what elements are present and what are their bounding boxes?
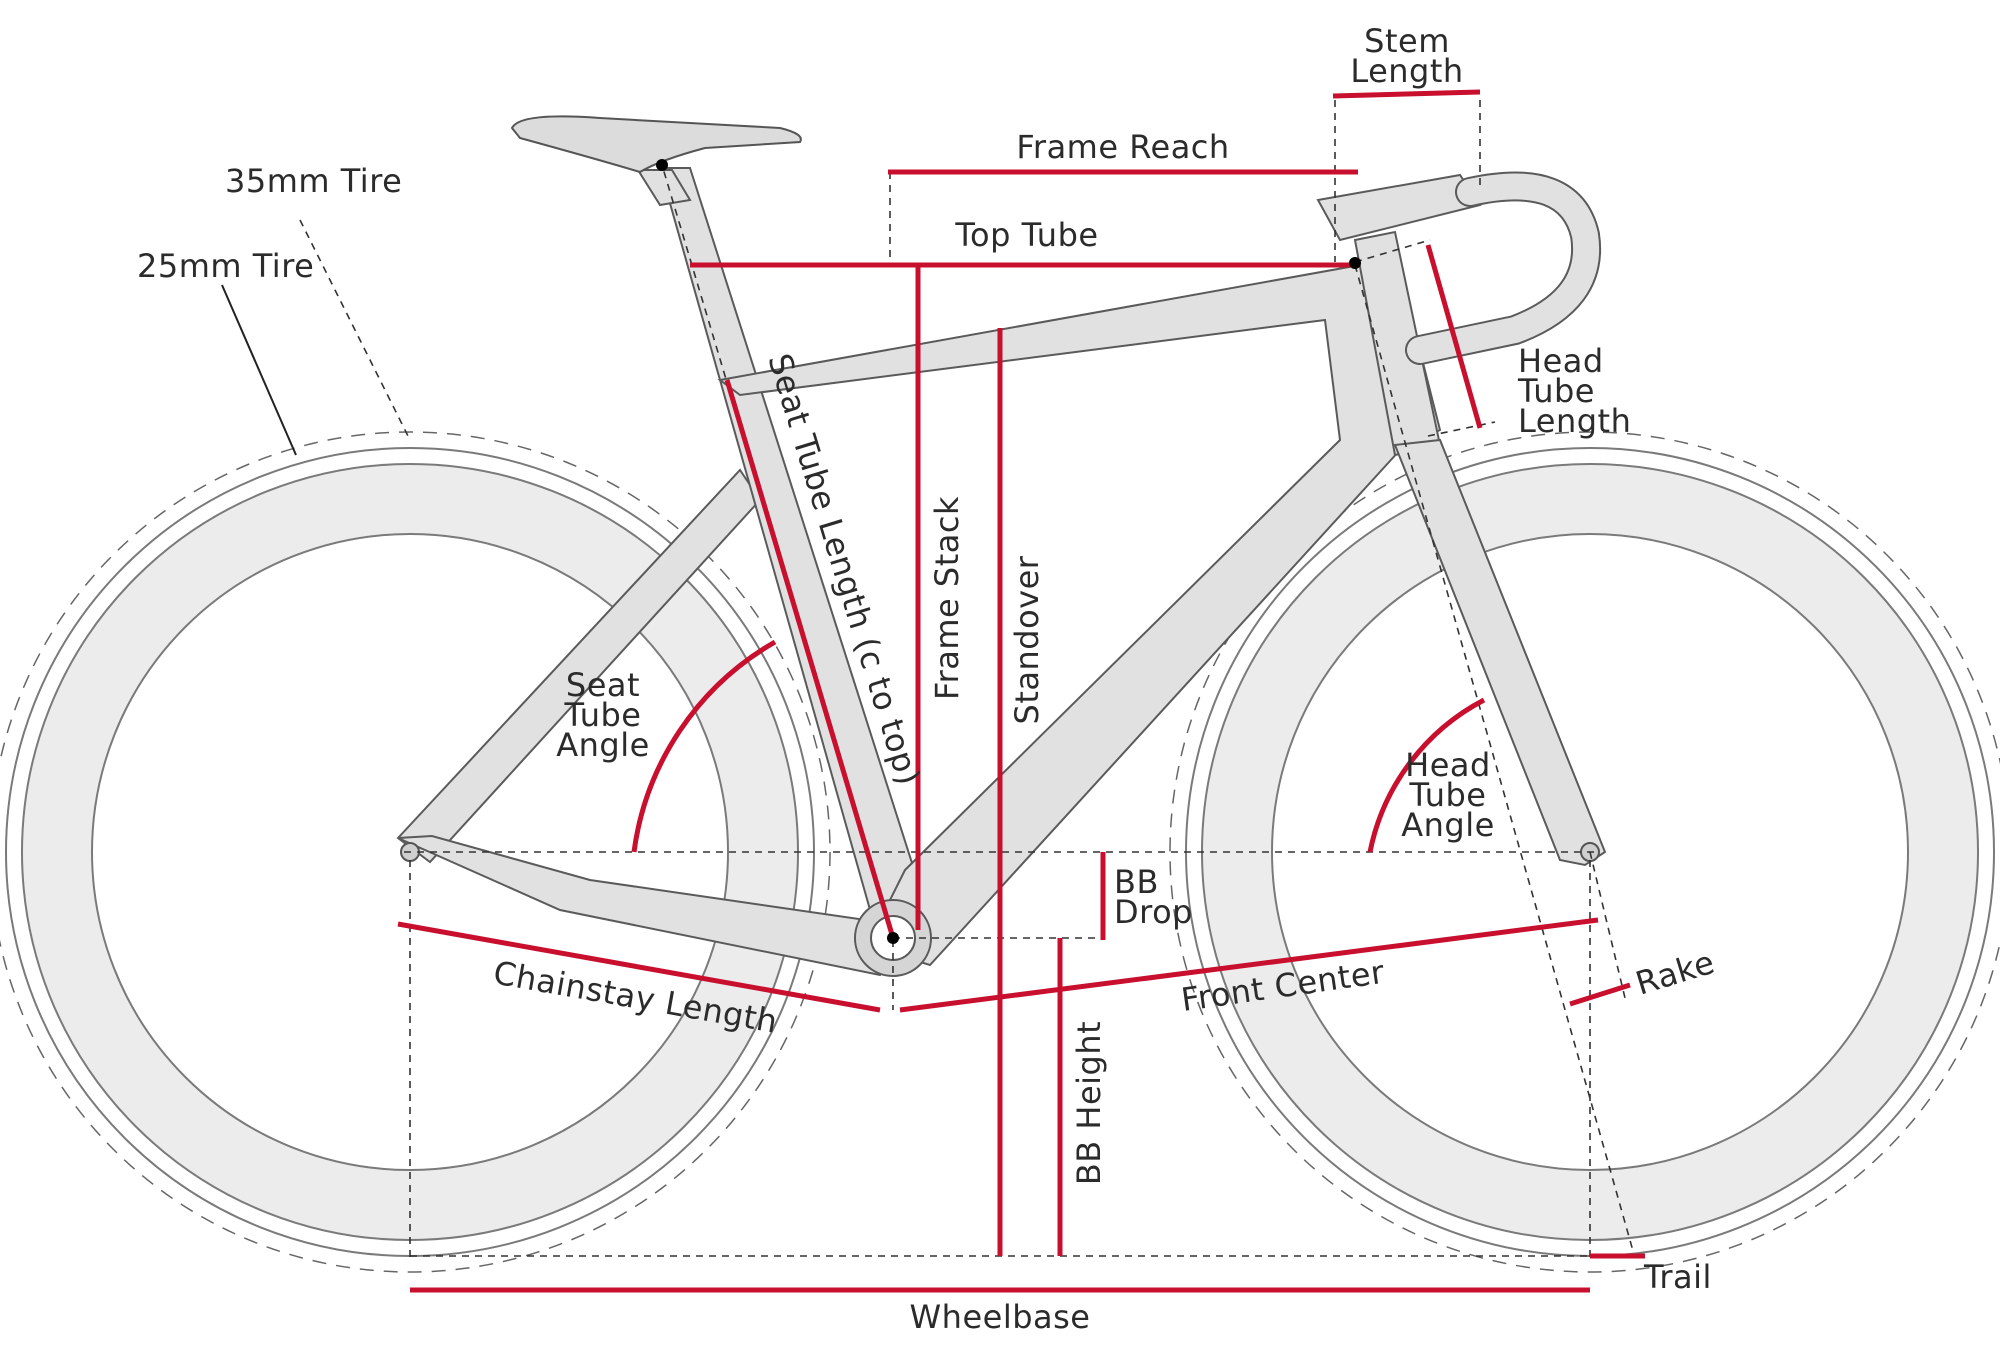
stem-length-label-1: Stem (1364, 22, 1450, 60)
chainstay-length-line (397, 921, 881, 1013)
frame-stack-label: Frame Stack (928, 496, 966, 700)
standover-label: Standover (1008, 555, 1046, 724)
tire-35-label: 35mm Tire (225, 162, 402, 200)
bb-drop-label-1: BB (1114, 863, 1159, 901)
head-tube-length-label-1: Head (1518, 342, 1604, 380)
wheelbase-label: Wheelbase (910, 1298, 1091, 1336)
seat-tube-angle-label-1: Seat (566, 666, 640, 704)
measurement-lines (397, 89, 1645, 1293)
tire-25-label: 25mm Tire (137, 247, 314, 285)
head-tube-angle-label-3: Angle (1401, 806, 1495, 844)
top-tube-label: Top Tube (954, 216, 1098, 254)
bb-center-point (887, 932, 899, 944)
bike-frame (396, 115, 1607, 977)
rake-line (1569, 982, 1631, 1007)
head-tube-length-label-3: Length (1518, 402, 1631, 440)
head-tube-angle-label-2: Tube (1409, 776, 1487, 814)
bb-drop-label-2: Drop (1114, 893, 1193, 931)
seat-tube-angle-label-2: Tube (564, 696, 642, 734)
front-center-line (899, 917, 1599, 1013)
tire-25-leader (221, 284, 297, 456)
head-tube-top-point (1349, 257, 1361, 269)
bb-height-label: BB Height (1070, 1021, 1108, 1185)
seat-tube-angle-arc (631, 639, 777, 853)
head-tube-length-label-2: Tube (1517, 372, 1595, 410)
seat-tube-length-line (724, 379, 896, 939)
head-tube-angle-label-1: Head (1405, 746, 1491, 784)
head-tube-angle-arc (1367, 697, 1486, 853)
trail-label: Trail (1643, 1258, 1712, 1296)
stem-length-line (1332, 89, 1481, 99)
frame-reach-label: Frame Reach (1016, 128, 1229, 166)
stem-length-label-2: Length (1350, 52, 1463, 90)
saddle-point (656, 159, 668, 171)
seat-tube-angle-label-3: Angle (556, 726, 650, 764)
head-tube-length-line (1425, 244, 1483, 429)
